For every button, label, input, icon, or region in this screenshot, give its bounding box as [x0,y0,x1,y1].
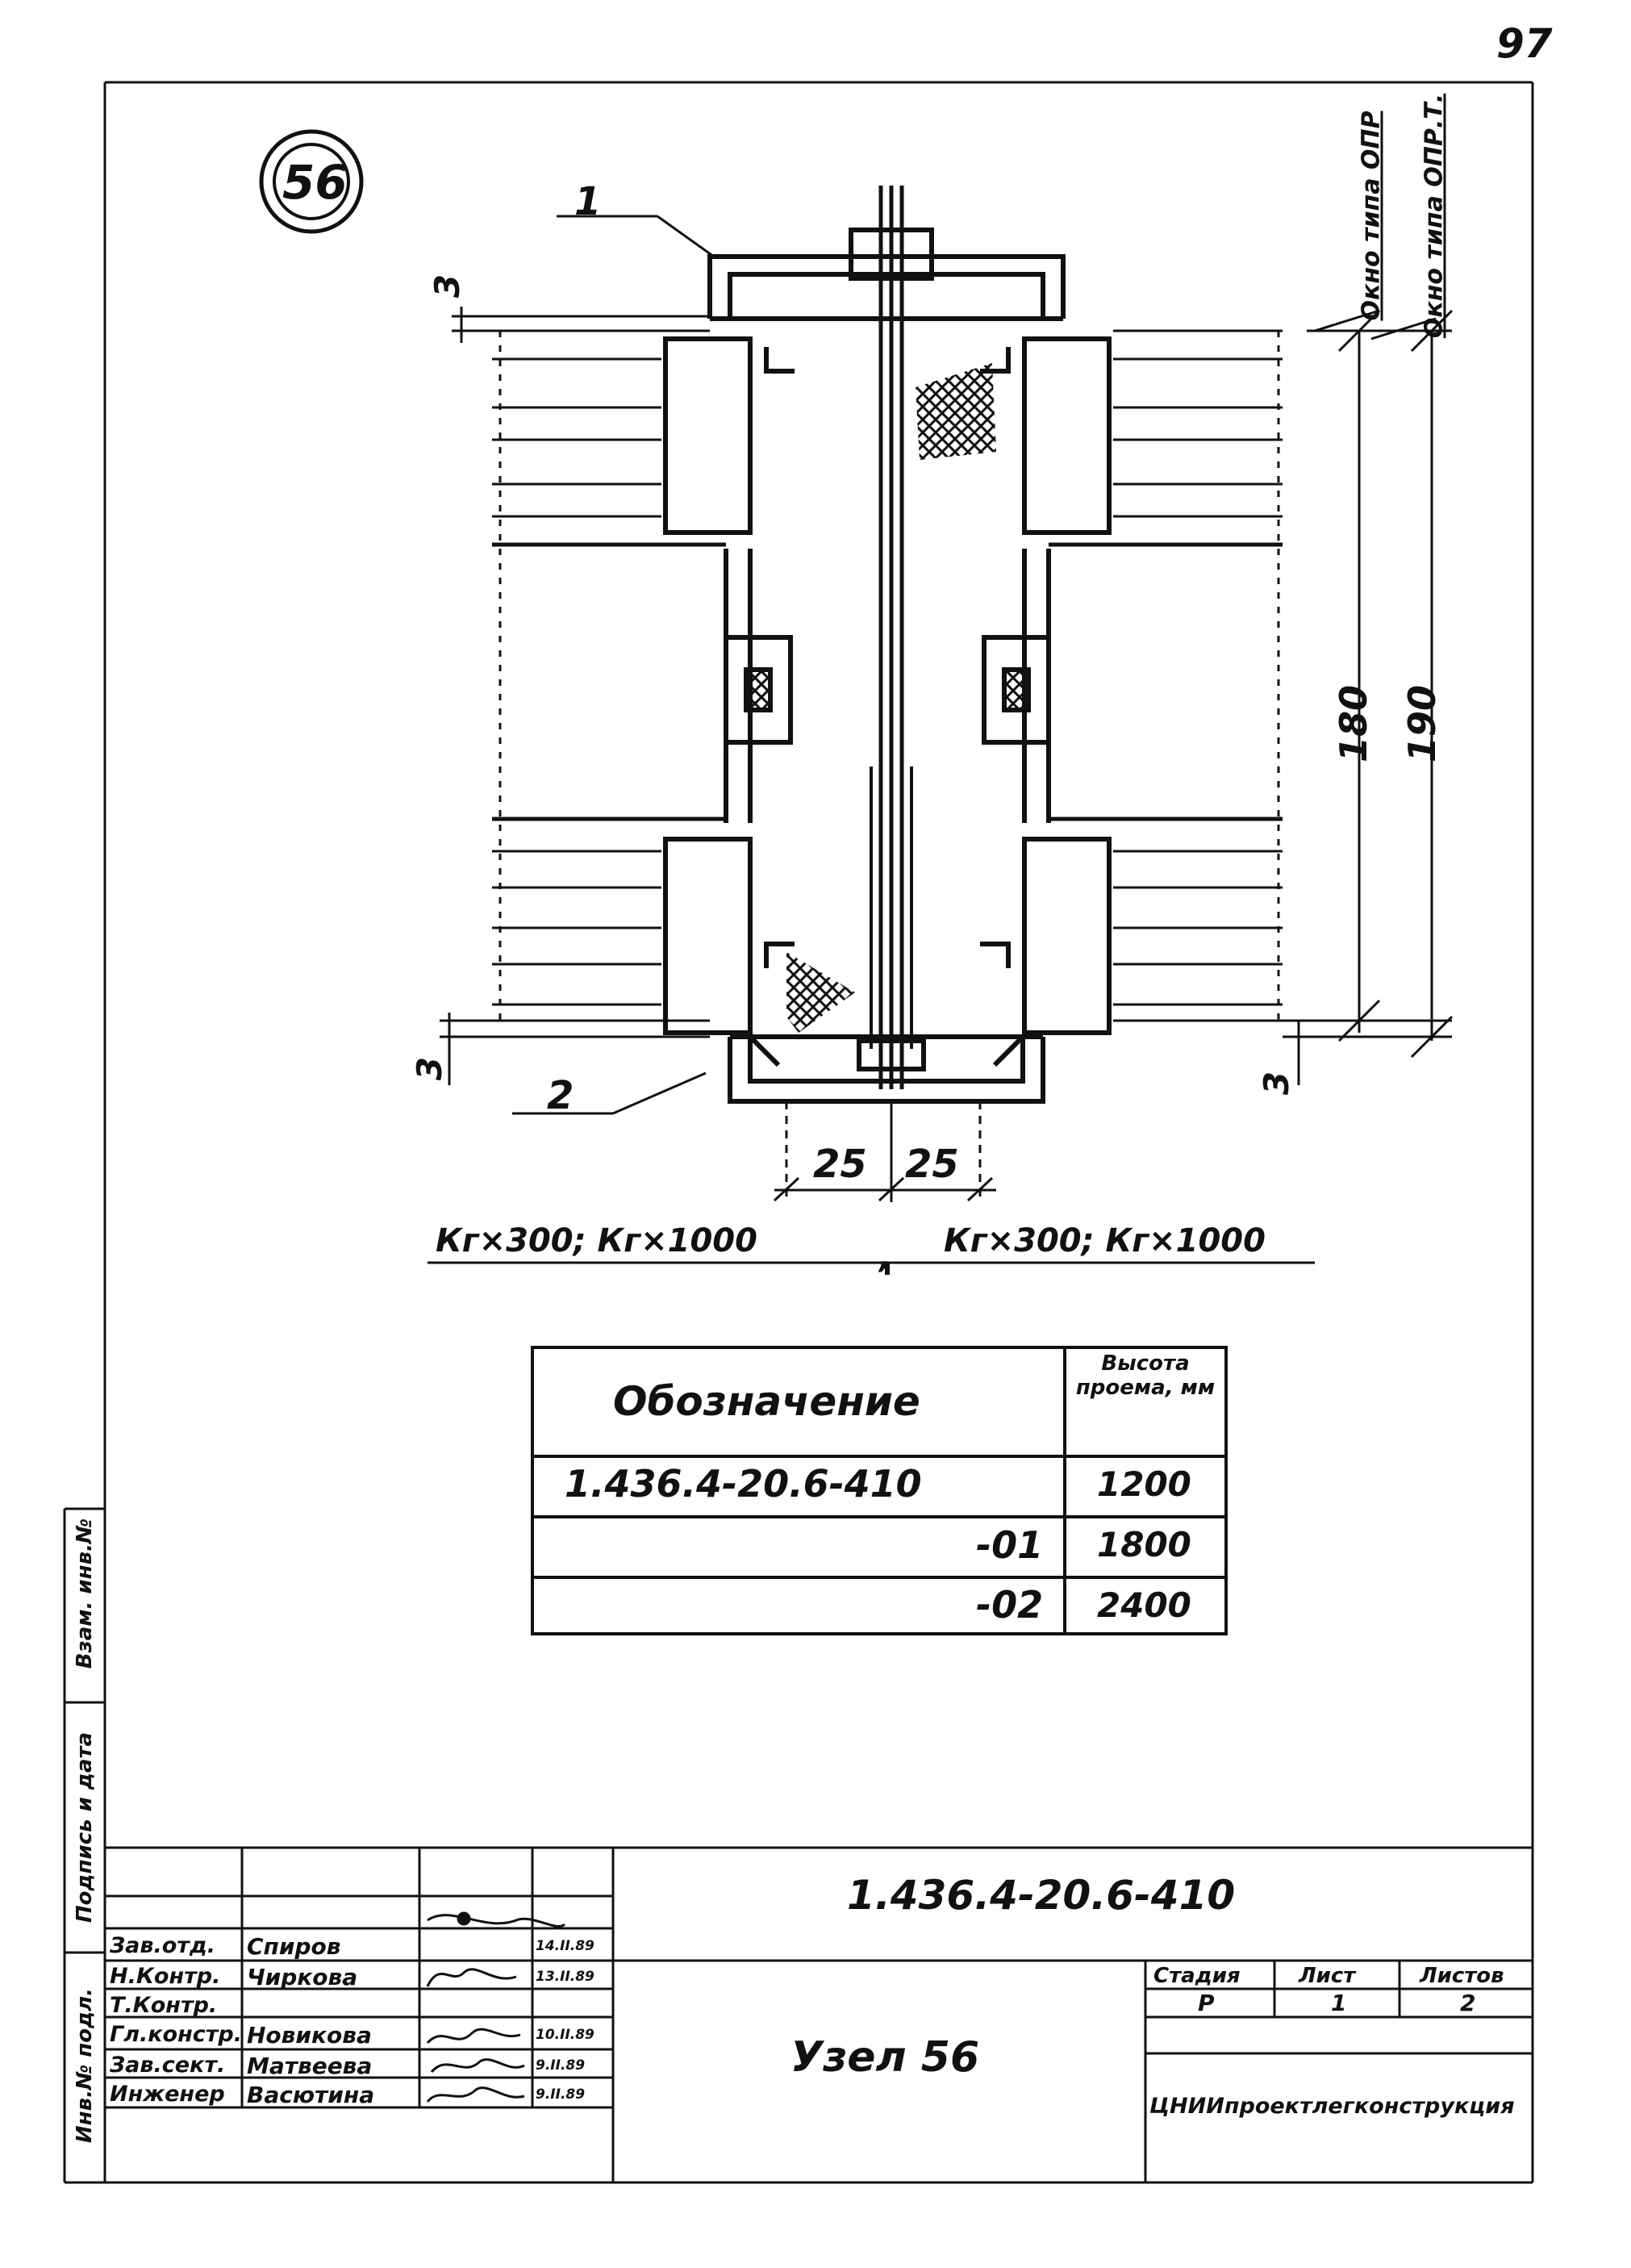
title-block-sheet-value: 1 [1331,1990,1347,2016]
left-margin-strip [63,1507,105,2184]
signer-role-5: Зав.сект. [110,2053,226,2078]
spec-row-1-height: 1200 [1097,1464,1191,1504]
signer-date-6: 9.II.89 [536,2086,586,2103]
spec-row-3-height: 2400 [1097,1585,1191,1625]
title-block-stage-label: Стадия [1153,1964,1241,1988]
top-cap-profile [707,228,1066,321]
section-label-left: Кг×300; Кг×1000 [436,1222,757,1259]
spec-row-3-designation: -02 [976,1583,1044,1627]
dim-half-width-right: 25 [905,1142,959,1187]
dim-gap-bottom-right: 3 [1257,1071,1297,1096]
signer-name-5: Матвеева [247,2053,373,2079]
hatch-zones [786,363,996,1033]
side-label-window-type-2: Окно типа ОПР.Т. [1420,93,1449,339]
leader-label-1: 1 [574,179,602,224]
bottom-cap-profile [728,1034,1045,1104]
right-mullion [980,336,1112,1035]
section-label-right: Кг×300; Кг×1000 [944,1222,1266,1259]
dimension-lines [440,307,1454,1202]
dim-half-width-left: 25 [813,1142,867,1187]
spec-row-2-designation: -01 [976,1523,1044,1567]
signer-name-6: Васютина [247,2082,375,2108]
right-glazing [1049,329,1283,1022]
section-underline [428,1261,1315,1275]
margin-field-replacement-no: Взам. инв.№ [73,1518,97,1669]
page-number: 97 [1496,20,1553,67]
dim-gap-top: 3 [428,274,468,299]
margin-field-signature-date: Подпись и дата [73,1731,97,1923]
node-marker [259,129,364,234]
signer-name-1: Спиров [247,1933,341,1960]
title-block-sheets-value: 2 [1460,1990,1476,2016]
section-label-separator: , [879,1238,892,1276]
left-glazing [492,329,726,1022]
signature-gl-konstr [426,2028,521,2045]
node-marker-number: 56 [282,155,348,210]
margin-field-original-no: Инв.№ подл. [73,1987,97,2144]
sheet-frame [103,81,1534,2184]
signer-role-6: Инженер [110,2082,225,2107]
signer-role-4: Гл.констр. [110,2022,243,2047]
dim-height-outer: 190 [1400,684,1445,763]
signature-n-kontr [426,1968,517,1987]
spec-row-1-designation: 1.436.4-20.6-410 [565,1462,922,1506]
signer-role-3: Т.Контр. [110,1993,218,2018]
title-block-sheet-label: Лист [1299,1964,1356,1988]
signer-role-2: Н.Контр. [110,1964,221,1989]
title-block-sheets-label: Листов [1420,1964,1504,1988]
spec-table-grid [531,1346,1228,1635]
title-block-organization: ЦНИИпроектлегконструкция [1149,2094,1515,2119]
dim-height-inner: 180 [1332,684,1376,763]
left-mullion [663,336,795,1035]
signature-zav-otd [427,1914,566,1928]
title-block-stage-value: Р [1198,1990,1215,2016]
leader-lines [512,215,715,1115]
leader-label-2: 2 [547,1073,574,1118]
dim-gap-bottom-left: 3 [410,1056,450,1081]
central-bolt [870,186,913,1089]
signer-role-1: Зав.отд. [110,1933,216,1958]
signer-date-5: 9.II.89 [536,2057,586,2074]
signer-name-4: Новикова [247,2022,372,2049]
spec-row-2-height: 1800 [1097,1525,1191,1564]
side-label-window-type-1: Окно типа ОПР [1357,111,1386,321]
signer-date-2: 13.II.89 [536,1969,594,1985]
signature-zav-sekt [430,2058,525,2074]
title-block-grid [105,1846,1533,2182]
signer-date-1: 14.II.89 [536,1938,594,1954]
spec-header-designation: Обозначение [613,1378,920,1425]
signer-name-2: Чиркова [247,1964,358,1990]
signature-engineer [426,2086,525,2103]
title-block-title: Узел 56 [790,2033,980,2082]
signer-date-4: 10.II.89 [536,2027,594,2043]
signatures [426,1911,566,2103]
title-block-document-code: 1.436.4-20.6-410 [847,1872,1236,1919]
spec-header-height: Высота проема, мм [1075,1351,1216,1400]
